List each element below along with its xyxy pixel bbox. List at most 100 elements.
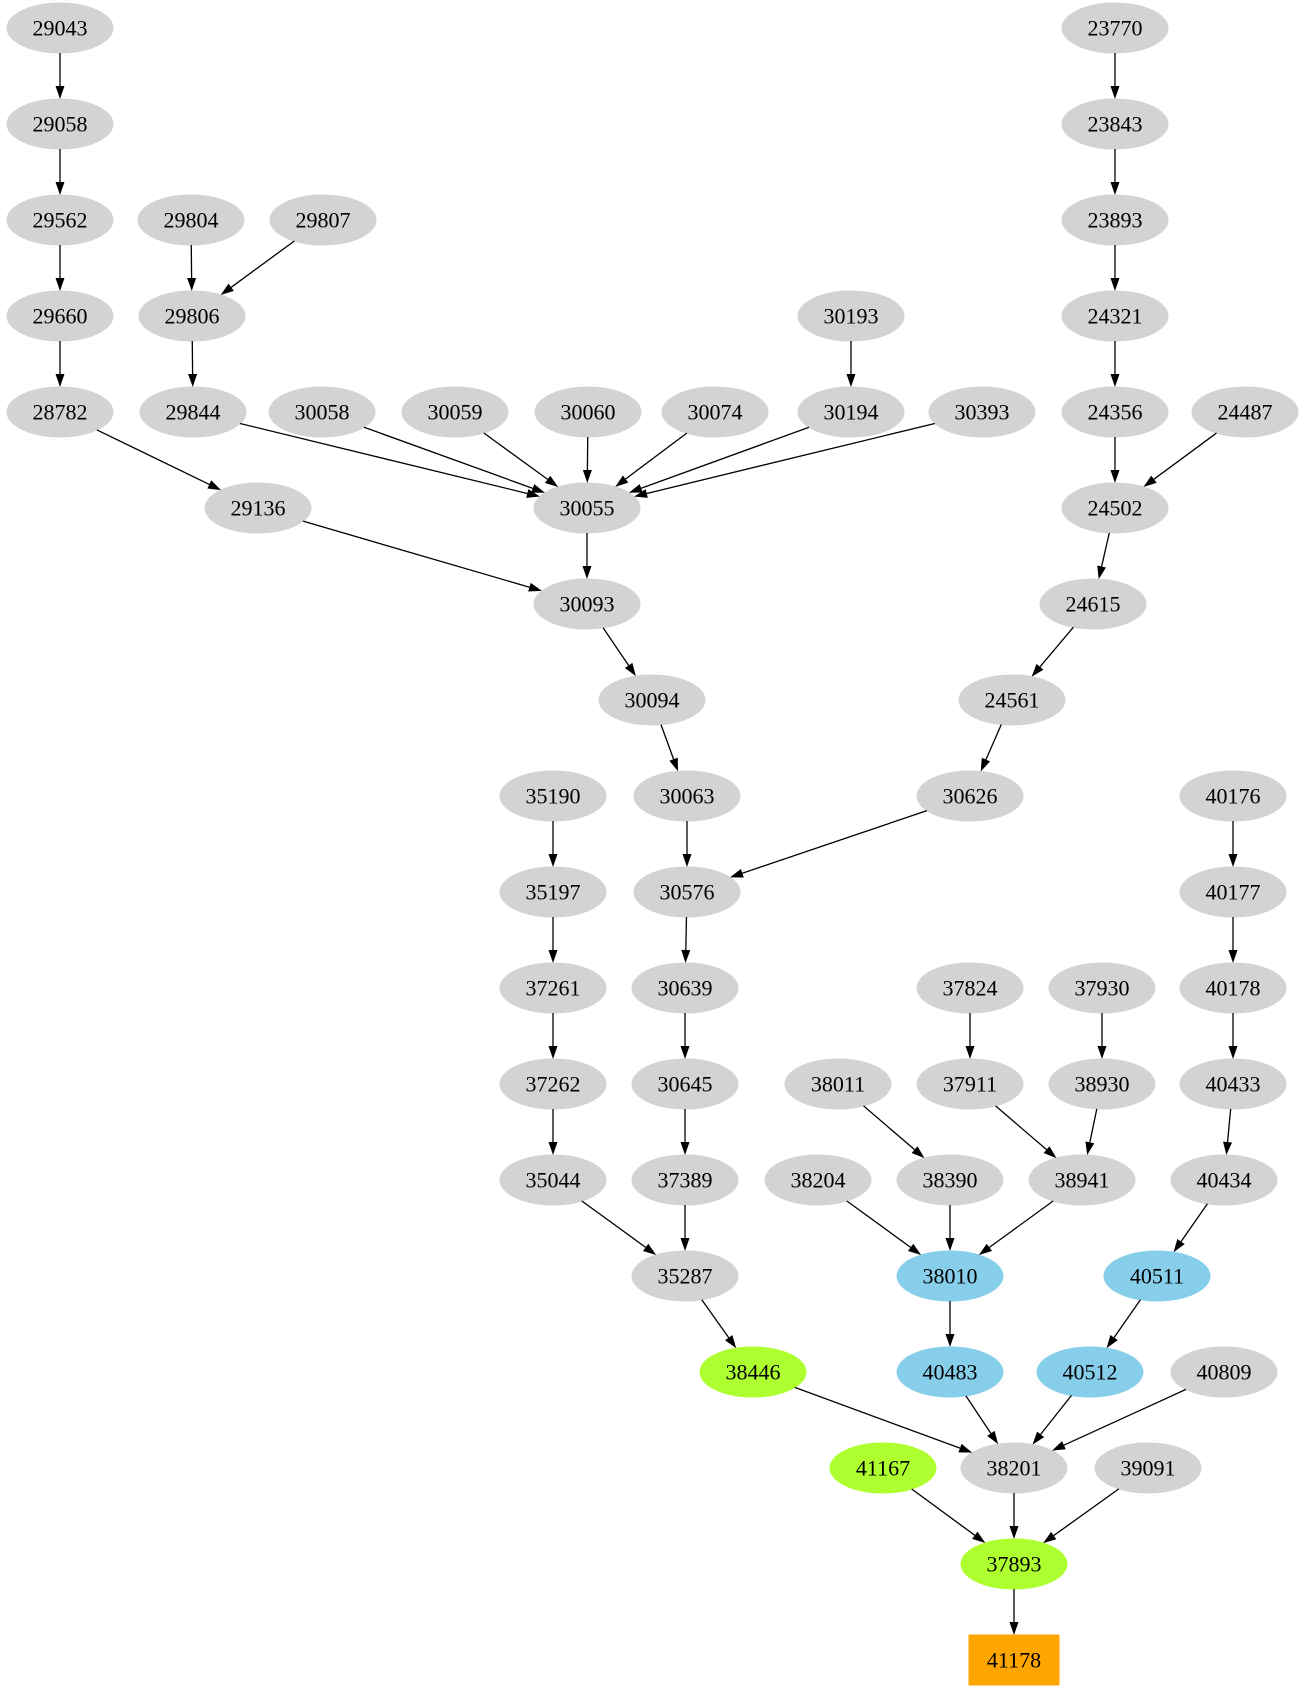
graph-node-29136: 29136: [204, 482, 312, 534]
graph-node-30626: 30626: [916, 770, 1024, 822]
graph-node-24356: 24356: [1061, 386, 1169, 438]
node-label-38930: 38930: [1075, 1072, 1130, 1097]
graph-node-37261: 37261: [499, 962, 607, 1014]
arrowhead-icon: [624, 662, 636, 677]
graph-node-29660: 29660: [6, 290, 114, 342]
arrowhead-icon: [1228, 1046, 1238, 1059]
graph-node-38446: 38446: [699, 1346, 807, 1398]
node-ellipse-38204: [764, 1154, 872, 1206]
node-label-39091: 39091: [1121, 1456, 1176, 1481]
node-label-40511: 40511: [1130, 1264, 1184, 1289]
node-ellipse-40809: [1170, 1346, 1278, 1398]
graph-node-38011: 38011: [784, 1058, 892, 1110]
graph-edges-layer: [55, 53, 1238, 1635]
node-label-30093: 30093: [560, 592, 615, 617]
graph-node-40178: 40178: [1179, 962, 1287, 1014]
graph-node-37911: 37911: [916, 1058, 1024, 1110]
edge-29136-30093: [302, 520, 530, 588]
graph-node-40176: 40176: [1179, 770, 1287, 822]
arrowhead-icon: [978, 1243, 993, 1256]
graph-node-38010: 38010: [896, 1250, 1004, 1302]
node-ellipse-38011: [784, 1058, 892, 1110]
node-ellipse-24487: [1191, 386, 1299, 438]
node-ellipse-30058: [268, 386, 376, 438]
node-label-38010: 38010: [923, 1264, 978, 1289]
arrowhead-icon: [526, 489, 540, 498]
edge-38930-38941: [1089, 1108, 1098, 1143]
graph-node-23843: 23843: [1061, 98, 1169, 150]
node-label-30063: 30063: [660, 784, 715, 809]
graph-node-28782: 28782: [6, 386, 114, 438]
edge-30393-30055: [646, 422, 936, 495]
arrowhead-icon: [680, 1238, 690, 1251]
graph-node-24502: 24502: [1061, 482, 1169, 534]
edge-30058-30055: [363, 426, 533, 489]
node-label-29844: 29844: [166, 400, 221, 425]
graph-node-40512: 40512: [1036, 1346, 1144, 1398]
node-label-30626: 30626: [943, 784, 998, 809]
node-label-40177: 40177: [1206, 880, 1261, 905]
arrowhead-icon: [548, 1046, 558, 1059]
graph-node-29562: 29562: [6, 194, 114, 246]
arrowhead-icon: [1106, 1335, 1118, 1349]
node-label-23770: 23770: [1088, 16, 1143, 41]
graph-node-37262: 37262: [499, 1058, 607, 1110]
arrowhead-icon: [958, 1443, 973, 1453]
edge-40809-38201: [1063, 1388, 1187, 1446]
arrowhead-icon: [1097, 565, 1106, 580]
arrowhead-icon: [615, 475, 629, 487]
node-label-24502: 24502: [1088, 496, 1143, 521]
arrowhead-icon: [1031, 663, 1044, 677]
graph-node-37389: 37389: [631, 1154, 739, 1206]
node-label-30393: 30393: [955, 400, 1010, 425]
graph-node-37893: 37893: [960, 1538, 1068, 1590]
arrowhead-icon: [1110, 278, 1120, 291]
arrowhead-icon: [669, 757, 679, 772]
graph-node-29804: 29804: [137, 194, 245, 246]
graph-node-30393: 30393: [928, 386, 1036, 438]
arrowhead-icon: [1009, 1526, 1019, 1539]
arrowhead-icon: [1228, 854, 1238, 867]
node-ellipse-24561: [958, 674, 1066, 726]
arrowhead-icon: [548, 1142, 558, 1155]
arrowhead-icon: [548, 950, 558, 963]
node-label-24561: 24561: [985, 688, 1040, 713]
node-ellipse-29804: [137, 194, 245, 246]
edge-30094-30063: [660, 724, 675, 760]
arrowhead-icon: [680, 1046, 690, 1059]
node-label-29058: 29058: [33, 112, 88, 137]
arrowhead-icon: [980, 757, 991, 772]
arrowhead-icon: [582, 566, 592, 579]
graph-node-30059: 30059: [401, 386, 509, 438]
arrowhead-icon: [1043, 1146, 1057, 1159]
node-label-24615: 24615: [1066, 592, 1121, 617]
node-label-30074: 30074: [688, 400, 743, 425]
node-label-40512: 40512: [1063, 1360, 1118, 1385]
node-ellipse-30059: [401, 386, 509, 438]
graph-node-24615: 24615: [1039, 578, 1147, 630]
node-label-23893: 23893: [1088, 208, 1143, 233]
arrowhead-icon: [680, 1142, 690, 1155]
graph-node-23770: 23770: [1061, 2, 1169, 54]
node-label-24487: 24487: [1218, 400, 1273, 425]
node-label-30058: 30058: [295, 400, 350, 425]
node-ellipse-38446: [699, 1346, 807, 1398]
graph-node-29058: 29058: [6, 98, 114, 150]
node-label-29660: 29660: [33, 304, 88, 329]
graph-node-40434: 40434: [1170, 1154, 1278, 1206]
graph-node-30060: 30060: [534, 386, 642, 438]
graph-node-30576: 30576: [633, 866, 741, 918]
graph-node-35190: 35190: [499, 770, 607, 822]
node-label-38390: 38390: [923, 1168, 978, 1193]
graph-node-29844: 29844: [139, 386, 247, 438]
edge-39091-37893: [1053, 1488, 1120, 1537]
arrowhead-icon: [1009, 1622, 1019, 1635]
edge-30074-30055: [625, 432, 688, 480]
graph-node-23893: 23893: [1061, 194, 1169, 246]
node-label-30059: 30059: [428, 400, 483, 425]
edge-24561-30626: [985, 724, 1002, 760]
node-label-40433: 40433: [1206, 1072, 1261, 1097]
node-label-38201: 38201: [987, 1456, 1042, 1481]
